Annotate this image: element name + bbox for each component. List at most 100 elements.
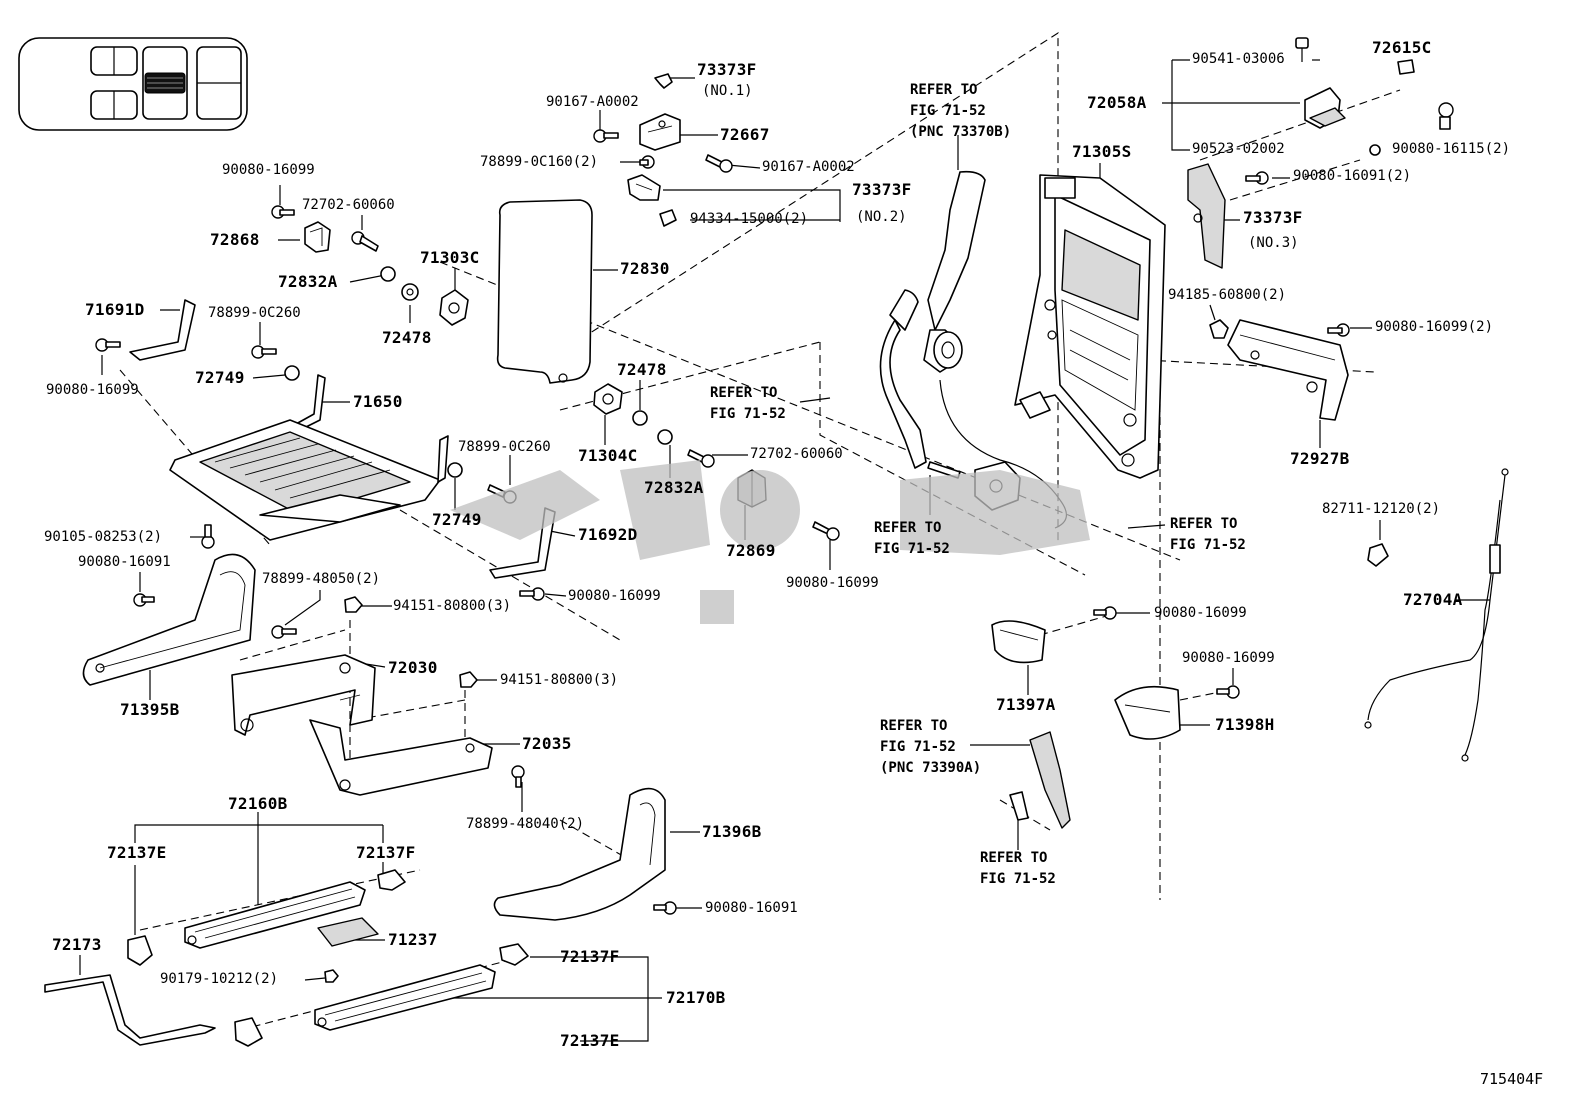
screw-90080-16099-d [1093,606,1117,620]
label-refer-fig-71-52-c: REFER TO FIG 71-52 [1170,516,1246,553]
label-94185-60800-2: 94185-60800(2) [1168,287,1287,303]
clip-73373f-no1 [654,73,673,89]
bracket-72667 [639,113,681,151]
bracket-73373f-no2 [627,174,661,201]
label-72749-a: 72749 [195,368,245,387]
label-90541-03006: 90541-03006 [1192,51,1285,67]
label-71692d: 71692D [578,525,638,544]
bushing-72478-right [632,410,648,426]
washer-72832a-left [380,266,396,282]
label-90080-16099-b: 90080-16099 [46,382,139,398]
label-78899-0c260-b: 78899-0C260 [458,439,551,455]
label-90167-a0002-b: 90167-A0002 [762,159,855,175]
bolt-72702-60060-left [351,231,379,252]
clip-82711-12120 [1367,543,1389,567]
label-72478-a: 72478 [382,328,432,347]
label-90080-16091-b: 90080-16091 [705,900,798,916]
label-no3: (NO.3) [1248,235,1299,251]
screw-90080-16099-mid [812,521,840,541]
washer-72832a-right [657,429,673,445]
label-73373f-no2: 73373F [852,180,912,199]
label-72702-60060-b: 72702-60060 [750,446,843,462]
cover-71397a [991,620,1046,664]
label-72868: 72868 [210,230,260,249]
label-90080-16099-c: 90080-16099 [786,575,879,591]
hinge-71304c [593,383,623,415]
label-72173: 72173 [52,935,102,954]
label-72832a-b: 72832A [644,478,704,497]
label-94334-15000-2: 94334-15000(2) [690,211,809,227]
label-72137e-a: 72137E [107,843,167,862]
label-71691d: 71691D [85,300,145,319]
label-72030: 72030 [388,658,438,677]
label-no1: (NO.1) [702,83,753,99]
bolt-78899-0c260-a [251,345,277,359]
label-72058a: 72058A [1087,93,1147,112]
label-72170b: 72170B [666,988,726,1007]
label-90080-16115-2: 90080-16115(2) [1392,141,1511,157]
bolt-90167-a0002-a [593,129,619,143]
side-cover-71395b [82,553,256,686]
recliner-72035 [309,719,493,796]
bushing-72749-a [284,365,300,381]
side-cover-71396b [493,787,666,921]
hinge-71303c [439,289,469,326]
nut-94151-80800-a [344,596,363,613]
bolt-78899-48050 [271,625,297,639]
label-78899-0c160-2: 78899-0C160(2) [480,154,599,170]
label-refer-fig-71-52-a: REFER TO FIG 71-52 [710,385,786,422]
label-72749-b: 72749 [432,510,482,529]
bolt-90080-16099-b [519,587,545,601]
label-71303c: 71303C [420,248,480,267]
figure-id: 715404F [1480,1070,1544,1088]
bolt-72702-60060-right [687,449,715,468]
label-72478-b: 72478 [617,360,667,379]
label-73373f-no3: 73373F [1243,208,1303,227]
label-90080-16099-a: 90080-16099 [222,162,315,178]
bolt-90080-16099-top-left [271,205,295,219]
tag-72615c [1397,59,1415,75]
nut-90179-10212 [324,969,339,983]
recliner-72030 [231,654,376,736]
label-72137e-b: 72137E [560,1031,620,1050]
seatback-frame-71305s [1014,174,1166,479]
bolt-90080-16091-b [653,901,677,915]
label-no2: (NO.2) [856,209,907,225]
label-71304c: 71304C [578,446,638,465]
label-71398h: 71398H [1215,715,1275,734]
label-71396b: 71396B [702,822,762,841]
bolt-78899-48040 [511,765,525,788]
nut-94185-60800 [1209,319,1229,339]
cover-72137e-b [234,1017,263,1047]
cover-72137e-a [127,935,153,966]
label-90167-a0002-a: 90167-A0002 [546,94,639,110]
cover-72137f-a [377,869,406,891]
bolt-90167-a0002-b [705,154,733,173]
label-78899-48050-2: 78899-48050(2) [262,571,381,587]
seat-track-72160b [184,881,366,949]
label-72927b: 72927B [1290,449,1350,468]
cover-72137f-b [499,943,529,966]
label-71237: 71237 [388,930,438,949]
label-78899-48040-2: 78899-48040(2) [466,816,585,832]
bolt-90105-08253 [201,524,215,549]
label-82711-12120-2: 82711-12120(2) [1322,501,1441,517]
label-72832a-a: 72832A [278,272,338,291]
label-refer-fig-71-52-pnc-73370b: REFER TO FIG 71-52 (PNC 73370B) [910,82,1012,140]
label-72137f-b: 72137F [560,947,620,966]
bolt-90080-16091-a [133,593,155,607]
label-90080-16091-2: 90080-16091(2) [1293,168,1412,184]
bushing-72749-b [447,462,463,478]
label-72137f-a: 72137F [356,843,416,862]
label-refer-fig-71-52-pnc-73390a: REFER TO FIG 71-52 (PNC 73390A) [880,718,982,776]
bolt-90080-16099-left [95,338,121,352]
label-94151-80800-3-b: 94151-80800(3) [500,672,619,688]
label-72869: 72869 [726,541,776,560]
label-90523-02002: 90523-02002 [1192,141,1285,157]
seat-track-72170b [314,964,496,1031]
label-90080-16099-f: 90080-16099 [1182,650,1275,666]
label-72615c: 72615C [1372,38,1432,57]
rod-72173 [44,974,216,1046]
bolt-90080-16099-2 [1327,323,1350,337]
